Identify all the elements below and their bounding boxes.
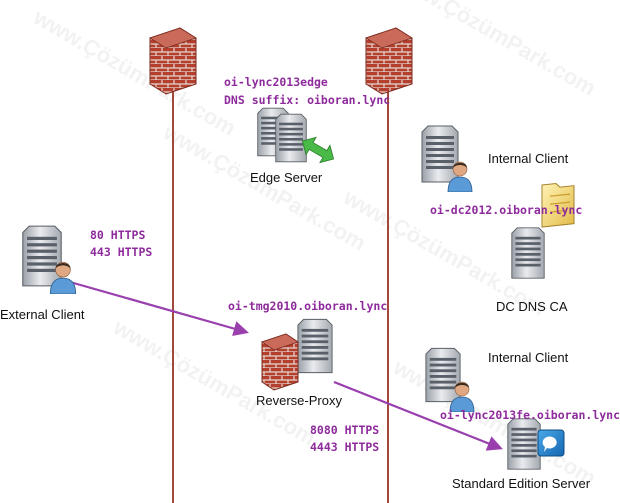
- network-segments: [172, 70, 389, 503]
- frontend-hostname: oi-lync2013fe.oiboran.lync: [440, 408, 620, 422]
- reverse-proxy-icon: [261, 318, 333, 391]
- edge-server-icon: [257, 107, 335, 164]
- external-client-label: External Client: [0, 307, 85, 322]
- internal-port-8080: 8080 HTTPS: [310, 423, 380, 437]
- edge-server-hostname: oi-lync2013edge: [224, 75, 328, 89]
- external-client-icon: [22, 225, 77, 294]
- reverse-proxy-label: Reverse-Proxy: [256, 393, 342, 408]
- firewall-left-icon: [149, 27, 197, 95]
- internal-client-top-label: Internal Client: [488, 151, 569, 166]
- firewalls: [149, 27, 413, 95]
- external-port-80: 80 HTTPS: [90, 228, 146, 242]
- dc-hostname: oi-dc2012.oiboran.lync: [430, 203, 583, 217]
- network-diagram: [22, 27, 575, 503]
- arrow-proxy-to-standard: [333, 380, 503, 451]
- arrow-external-to-proxy: [69, 280, 249, 337]
- external-port-443: 443 HTTPS: [90, 245, 153, 259]
- internal-client-top-icon: [421, 125, 473, 192]
- edge-dns-suffix: DNS suffix: oiboran.lync: [224, 93, 391, 107]
- standard-edition-server-icon: [507, 418, 565, 470]
- internal-port-4443: 4443 HTTPS: [310, 440, 380, 454]
- standard-edition-server-label: Standard Edition Server: [452, 476, 591, 491]
- connection-arrows: [69, 280, 503, 451]
- dc-server-icon: [511, 183, 575, 279]
- reverse-proxy-firewall-icon: [261, 333, 299, 391]
- internal-client-bottom-label: Internal Client: [488, 350, 569, 365]
- internal-client-bottom-icon: [425, 347, 475, 412]
- edge-server-label: Edge Server: [250, 170, 323, 185]
- firewall-right-icon: [365, 27, 413, 95]
- reverse-proxy-hostname: oi-tmg2010.oiboran.lync: [228, 299, 388, 313]
- dc-label: DC DNS CA: [496, 299, 568, 314]
